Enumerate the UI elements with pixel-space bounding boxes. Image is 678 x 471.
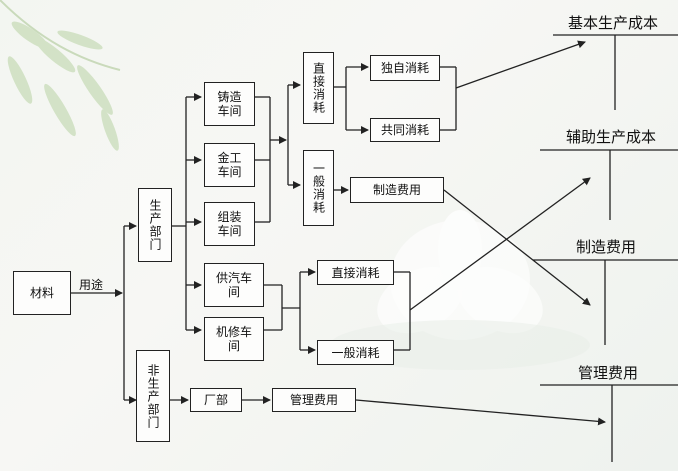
general-consumption-box: 一般消耗 — [303, 150, 334, 226]
non-production-dept-box: 非生产部门 — [136, 350, 170, 442]
management-expense-label: 管理费用 — [289, 393, 338, 407]
steam-workshop-label: 供汽车间 — [215, 271, 252, 299]
shared-consumption-box: 共同消耗 — [370, 118, 440, 142]
general-consumption-label: 一般消耗 — [311, 162, 326, 214]
general-consumption-aux-box: 一般消耗 — [317, 340, 394, 365]
use-label: 用途 — [79, 278, 104, 292]
general-consumption-aux-label: 一般消耗 — [331, 345, 380, 360]
material-label: 材料 — [29, 286, 54, 300]
auxiliary-production-cost-label: 辅助生产成本 — [566, 128, 657, 146]
shared-consumption-label: 共同消耗 — [380, 123, 429, 137]
management-expense-account-label: 管理费用 — [578, 364, 639, 382]
metalwork-workshop-label: 金工车间 — [217, 151, 242, 179]
direct-consumption-box: 直接消耗 — [303, 52, 334, 124]
manufacturing-overhead-label: 制造费用 — [576, 238, 637, 256]
direct-consumption-aux-label: 直接消耗 — [331, 265, 380, 280]
willow-branch-decoration — [0, 0, 121, 151]
manufacturing-expense-label: 制造费用 — [372, 183, 421, 197]
metalwork-workshop-box: 金工车间 — [204, 143, 255, 187]
direct-consumption-aux-box: 直接消耗 — [317, 260, 394, 285]
repair-workshop-label: 机修车间 — [215, 325, 252, 353]
factory-dept-box: 厂部 — [190, 388, 242, 412]
manufacturing-expense-box: 制造费用 — [350, 177, 444, 203]
repair-workshop-box: 机修车间 — [204, 317, 264, 361]
assembly-workshop-label: 组装车间 — [217, 210, 242, 238]
factory-dept-label: 厂部 — [203, 393, 228, 407]
direct-consumption-label: 直接消耗 — [311, 62, 326, 114]
management-expense-box: 管理费用 — [272, 388, 356, 412]
casting-workshop-box: 铸造车间 — [204, 82, 255, 126]
non-production-dept-label: 非生产部门 — [146, 363, 160, 429]
lotus-flower-decoration — [330, 210, 590, 370]
basic-production-cost-label: 基本生产成本 — [568, 14, 659, 32]
production-dept-label: 生产部门 — [148, 199, 162, 251]
sole-consumption-label: 独自消耗 — [380, 61, 429, 75]
casting-workshop-label: 铸造车间 — [217, 90, 242, 118]
material-box: 材料 — [13, 271, 71, 315]
sole-consumption-box: 独自消耗 — [370, 55, 440, 81]
steam-workshop-box: 供汽车间 — [204, 263, 264, 307]
assembly-workshop-box: 组装车间 — [204, 202, 255, 246]
production-dept-box: 生产部门 — [138, 188, 172, 262]
